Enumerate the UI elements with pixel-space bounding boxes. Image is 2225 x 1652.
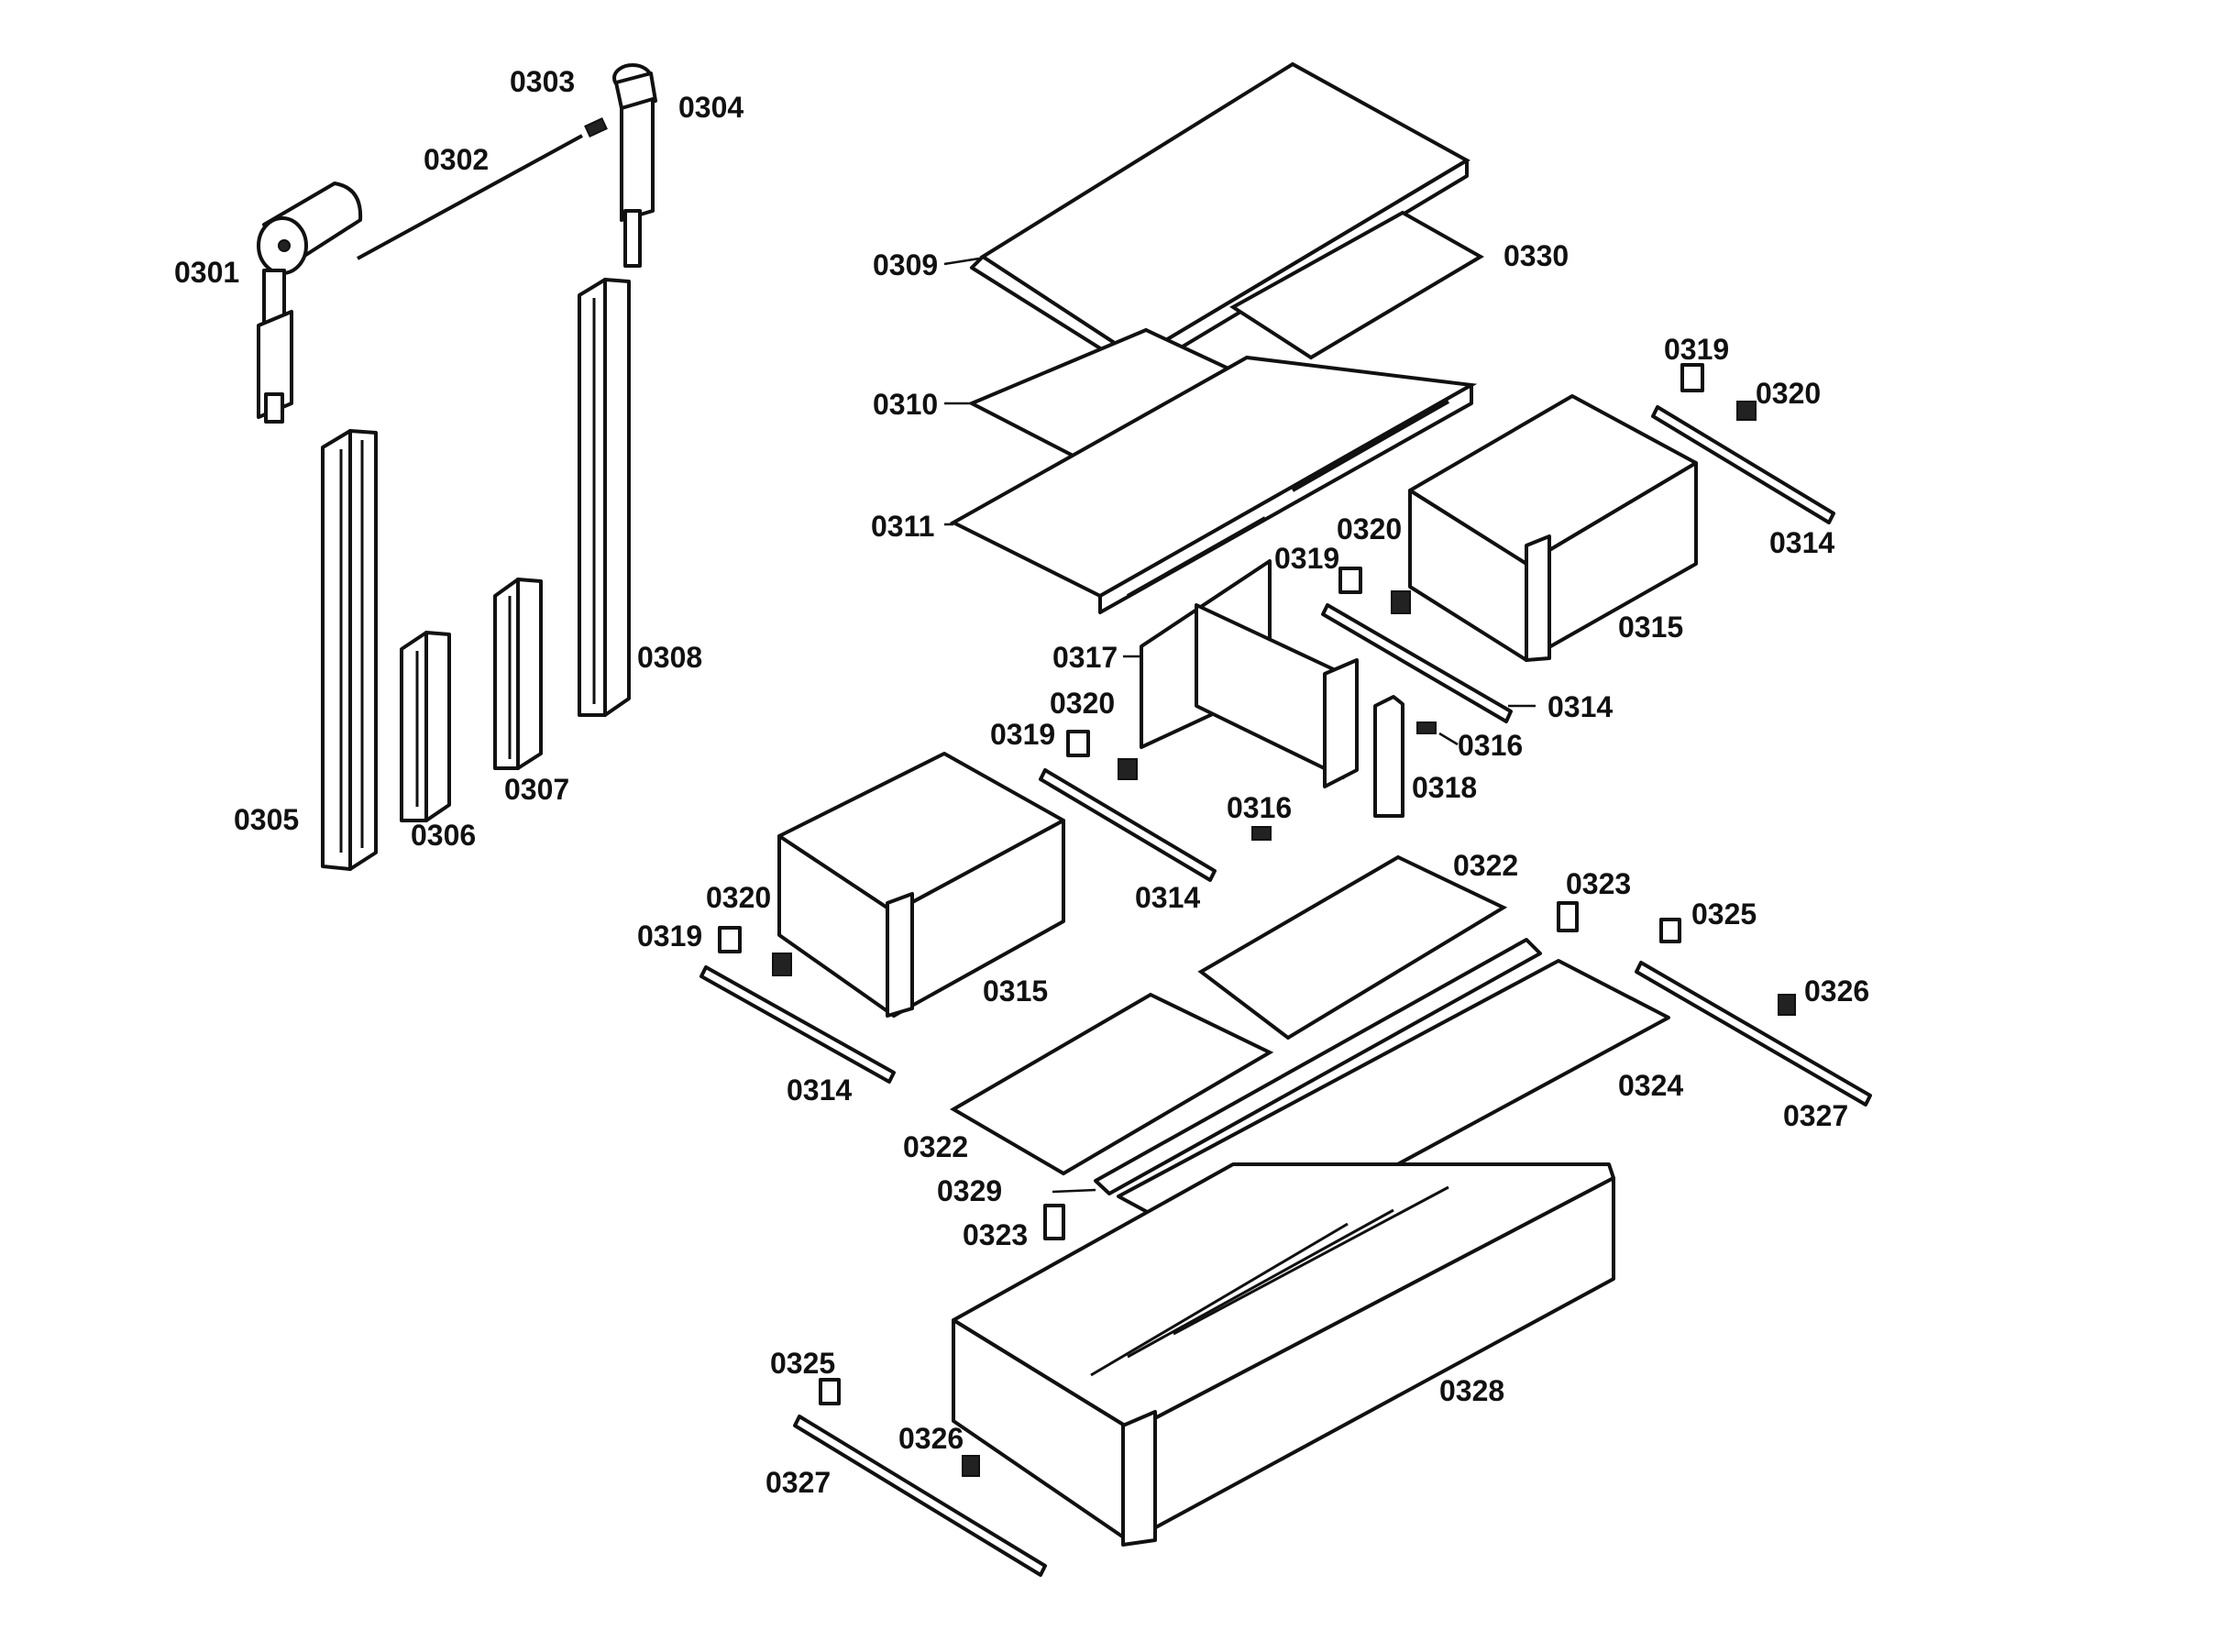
callout-0329: 0329	[937, 1174, 1002, 1207]
callout-0326b: 0326	[898, 1422, 964, 1455]
callout-0309: 0309	[873, 248, 938, 281]
part-0319-clip-b	[1338, 567, 1362, 594]
part-0305-tall-channel	[321, 429, 378, 871]
part-0329-rail	[1094, 938, 1542, 1195]
part-0316-clip-lower	[1251, 826, 1272, 841]
callout-0326a: 0326	[1804, 975, 1869, 1008]
callout-0308: 0308	[637, 641, 702, 674]
callout-0304: 0304	[678, 91, 744, 124]
part-0325-clip-upper	[1659, 918, 1681, 943]
callout-0319a: 0319	[1664, 333, 1729, 366]
callout-0319b: 0319	[1274, 542, 1339, 575]
part-0319-clip-c	[1066, 730, 1090, 757]
part-0326-clip-upper	[1778, 994, 1796, 1016]
callout-0324: 0324	[1618, 1069, 1683, 1102]
callout-0319d: 0319	[637, 920, 702, 953]
callout-0325b: 0325	[770, 1347, 835, 1380]
part-0320-clip-a	[1736, 401, 1757, 421]
callout-0330: 0330	[1504, 239, 1569, 272]
part-0309-top-shelf	[970, 61, 1471, 373]
part-0314-slide-d	[699, 965, 896, 1084]
part-0317-divider	[1140, 559, 1359, 788]
callout-0323a: 0323	[1566, 867, 1631, 900]
part-0303-clip	[584, 117, 608, 138]
part-0320-clip-b	[1391, 590, 1411, 614]
part-0319-clip-a	[1680, 363, 1704, 392]
callout-0306: 0306	[411, 819, 476, 852]
callout-0320d: 0320	[706, 881, 771, 914]
callout-0325a: 0325	[1691, 898, 1757, 931]
callout-0315b: 0315	[983, 975, 1048, 1008]
part-0319-clip-d	[718, 926, 742, 953]
callout-0311: 0311	[871, 510, 934, 543]
part-0322-panel-left	[950, 992, 1274, 1176]
callout-0320b: 0320	[1337, 512, 1402, 545]
part-0326-clip-lower	[962, 1455, 980, 1477]
callout-0322a: 0322	[1453, 849, 1518, 882]
part-0327-slide-upper	[1635, 961, 1872, 1107]
callout-0314a: 0314	[1769, 526, 1834, 559]
callout-0316b: 0316	[1227, 791, 1292, 824]
part-0316-clip-upper	[1416, 721, 1437, 734]
callout-0319c: 0319	[990, 718, 1055, 751]
part-0308-tall-channel	[578, 278, 631, 717]
callout-0301: 0301	[174, 256, 239, 289]
callout-0314c: 0314	[1135, 881, 1200, 914]
part-0302-rod	[357, 134, 583, 260]
part-0307-medium-channel	[493, 578, 543, 770]
callout-labels: 0301 0302 0303 0304 0305 0306 0307 0308 …	[174, 65, 1869, 1499]
part-0328-drawer	[952, 1162, 1615, 1547]
part-0314-slide-c	[1039, 768, 1217, 882]
callout-0320a: 0320	[1756, 377, 1821, 410]
callout-0316a: 0316	[1458, 729, 1523, 762]
part-0323-bracket-upper	[1557, 901, 1579, 932]
callout-0318: 0318	[1412, 771, 1477, 804]
part-0322-panel-right	[1197, 854, 1508, 1041]
callout-0302: 0302	[424, 143, 489, 176]
part-0314-slide-a	[1651, 405, 1835, 524]
callout-0327b: 0327	[766, 1466, 831, 1499]
part-0314-slide-b	[1321, 603, 1513, 723]
callout-0307: 0307	[504, 773, 569, 806]
callout-0317: 0317	[1052, 641, 1118, 674]
part-0325-clip-lower	[819, 1378, 841, 1405]
callout-0315a: 0315	[1618, 611, 1683, 644]
part-0323-bracket-lower	[1043, 1204, 1065, 1240]
callout-0310: 0310	[873, 388, 938, 421]
callout-0327a: 0327	[1783, 1099, 1848, 1132]
part-0320-clip-d	[772, 953, 792, 976]
part-0318-post	[1373, 695, 1404, 818]
part-0301-motor-bracket	[257, 182, 363, 424]
leader-lines	[943, 257, 1536, 1194]
part-0306-short-channel	[400, 631, 451, 822]
part-0330-glass-panel	[1229, 210, 1484, 360]
part-0327-slide-lower	[793, 1415, 1047, 1577]
callout-0328: 0328	[1439, 1374, 1504, 1407]
part-0311-lower-shelf	[949, 355, 1478, 614]
part-0320-clip-c	[1118, 758, 1138, 780]
callout-0305: 0305	[234, 803, 299, 836]
callout-0303: 0303	[510, 65, 575, 98]
part-0304-knob-bracket	[612, 63, 657, 268]
callout-0323b: 0323	[963, 1218, 1028, 1251]
callout-0314d: 0314	[787, 1074, 852, 1107]
callout-0320c: 0320	[1050, 687, 1115, 720]
part-0315-bin-upper	[1408, 394, 1698, 662]
part-0315-bin-lower	[777, 752, 1065, 1018]
callout-0322b: 0322	[903, 1130, 968, 1163]
callout-0314b: 0314	[1548, 690, 1613, 723]
